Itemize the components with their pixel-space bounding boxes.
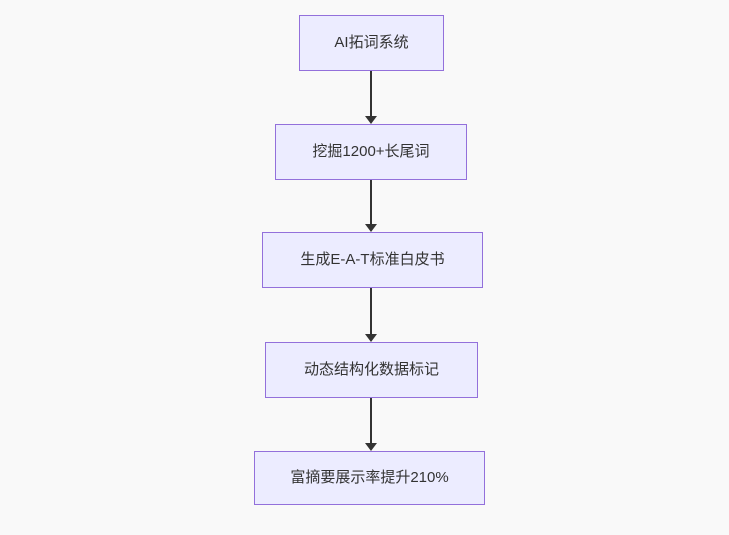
flow-node-label: 挖掘1200+长尾词 — [312, 143, 430, 160]
arrow-down-icon — [365, 116, 377, 124]
flow-arrow-1 — [365, 71, 377, 124]
flow-arrow-2 — [365, 180, 377, 232]
flow-node-rich-snippet-result: 富摘要展示率提升210% — [254, 451, 485, 505]
flow-node-ai-word-expansion: AI拓词系统 — [299, 15, 444, 71]
arrow-line — [370, 71, 372, 117]
flow-node-longtail-mining: 挖掘1200+长尾词 — [275, 124, 467, 180]
arrow-line — [370, 180, 372, 225]
flow-node-label: 动态结构化数据标记 — [303, 361, 439, 378]
flow-node-structured-data: 动态结构化数据标记 — [265, 342, 478, 398]
arrow-down-icon — [365, 224, 377, 232]
arrow-down-icon — [365, 334, 377, 342]
flow-node-label: AI拓词系统 — [334, 34, 409, 51]
flow-arrow-4 — [365, 398, 377, 451]
arrow-line — [370, 288, 372, 335]
arrow-line — [370, 398, 372, 444]
arrow-down-icon — [365, 443, 377, 451]
flow-node-eat-whitepaper: 生成E-A-T标准白皮书 — [262, 232, 483, 288]
flow-node-label: 富摘要展示率提升210% — [290, 469, 449, 486]
flow-arrow-3 — [365, 288, 377, 342]
flow-node-label: 生成E-A-T标准白皮书 — [300, 251, 445, 268]
